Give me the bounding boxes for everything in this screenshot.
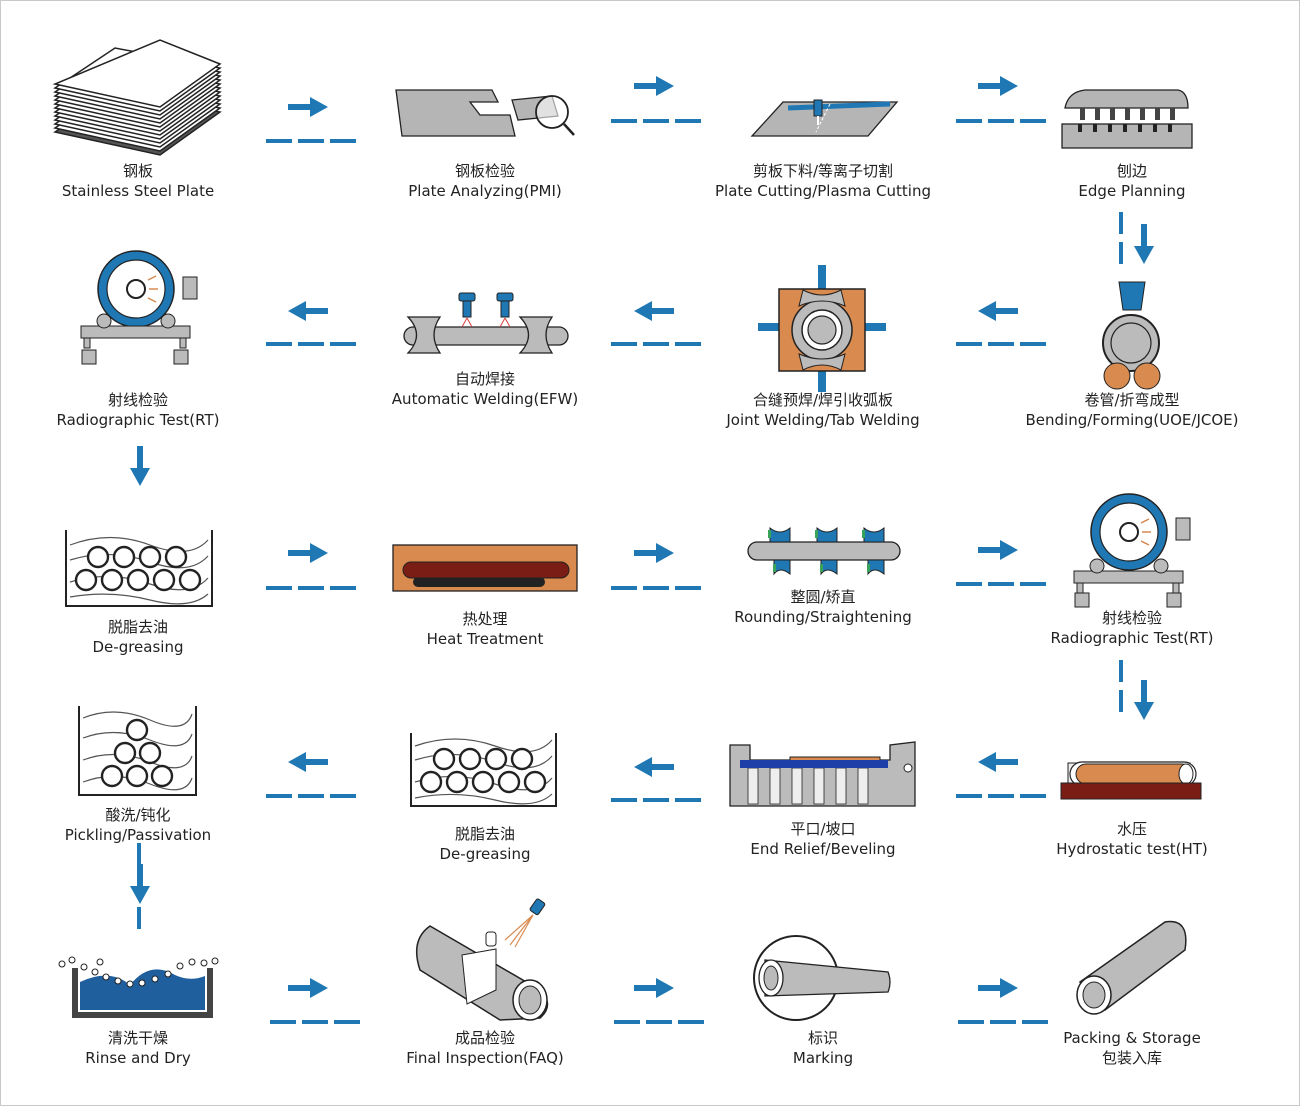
marking-magnified-pipe-icon [753, 935, 891, 1021]
step-label-en: Hydrostatic test(HT) [1056, 840, 1208, 858]
step-label-cn: 射线检验 [1101, 609, 1162, 627]
step-label-cn: 合缝预焊/焊引收弧板 [752, 391, 894, 409]
rinse-tank-icon [58, 956, 219, 1018]
step-label-en: Heat Treatment [426, 630, 544, 648]
step-label-cn: 整圆/矫直 [790, 588, 856, 606]
step-label-cn: 酸洗/钝化 [105, 806, 171, 824]
beveling-machine-icon [729, 741, 916, 807]
step-label-cn: 清洗干燥 [107, 1029, 168, 1047]
hydrostatic-test-icon [1060, 761, 1202, 800]
final-inspection-icon [415, 898, 549, 1021]
plasma-cutter-icon [750, 99, 899, 137]
step-label-cn: 热处理 [462, 610, 508, 628]
step-label-en: Radiographic Test(RT) [1050, 629, 1214, 647]
finished-pipe-icon [1076, 920, 1187, 1015]
plate-magnifier-icon [395, 89, 575, 137]
radiographic-machine-icon [1073, 493, 1191, 608]
step-label-en: Final Inspection(FAQ) [406, 1049, 564, 1067]
step-label-en: De-greasing [92, 638, 184, 656]
step-label-cn: 成品检验 [454, 1029, 515, 1047]
step-label-cn: 卷管/折弯成型 [1084, 391, 1180, 409]
step-label-en: End Relief/Beveling [750, 840, 896, 858]
automatic-welding-icon [403, 292, 569, 354]
step-label-cn: 钢板检验 [454, 162, 515, 180]
step-label-cn: 平口/坡口 [790, 820, 856, 838]
step-label-cn: 脱脂去油 [454, 825, 515, 843]
step-label-cn: 剪板下料/等离子切割 [752, 162, 894, 180]
straightening-rollers-icon [747, 526, 901, 576]
step-label-cn: 刨边 [1116, 162, 1147, 180]
edge-planer-icon [1061, 89, 1193, 149]
step-label-cn: 自动焊接 [454, 370, 515, 388]
step-label-cn: 包装入库 [1101, 1049, 1162, 1067]
step-label-en: Joint Welding/Tab Welding [726, 411, 920, 429]
step-label-en: Stainless Steel Plate [61, 182, 215, 200]
step-label-en: Rinse and Dry [85, 1049, 191, 1067]
step-label-en: Packing & Storage [1063, 1029, 1201, 1047]
pickling-tank-icon [78, 706, 197, 796]
degreasing-tank-icon [410, 733, 557, 807]
step-label-en: Pickling/Passivation [64, 826, 212, 844]
step-label-en: De-greasing [439, 845, 531, 863]
step-label-en: Rounding/Straightening [734, 608, 912, 626]
joint-welding-fixture-icon [758, 265, 886, 392]
step-label-cn: 水压 [1116, 820, 1147, 838]
step-label-en: Automatic Welding(EFW) [391, 390, 579, 408]
heat-treatment-furnace-icon [392, 544, 578, 592]
step-label-en: Plate Cutting/Plasma Cutting [714, 182, 931, 200]
step-label-cn: 脱脂去油 [107, 618, 168, 636]
degreasing-tank-icon [65, 530, 213, 607]
step-label-cn: 标识 [807, 1029, 838, 1047]
step-label-cn: 射线检验 [107, 391, 168, 409]
step-label-cn: 钢板 [122, 162, 153, 180]
step-label-en: Marking [792, 1049, 854, 1067]
step-label-en: Plate Analyzing(PMI) [408, 182, 562, 200]
pipe-forming-rollers-icon [1102, 281, 1161, 390]
radiographic-machine-icon [80, 250, 198, 365]
step-label-en: Radiographic Test(RT) [56, 411, 220, 429]
steel-plate-stack-icon [52, 39, 222, 156]
step-label-en: Edge Planning [1078, 182, 1186, 200]
step-label-en: Bending/Forming(UOE/JCOE) [1025, 411, 1239, 429]
